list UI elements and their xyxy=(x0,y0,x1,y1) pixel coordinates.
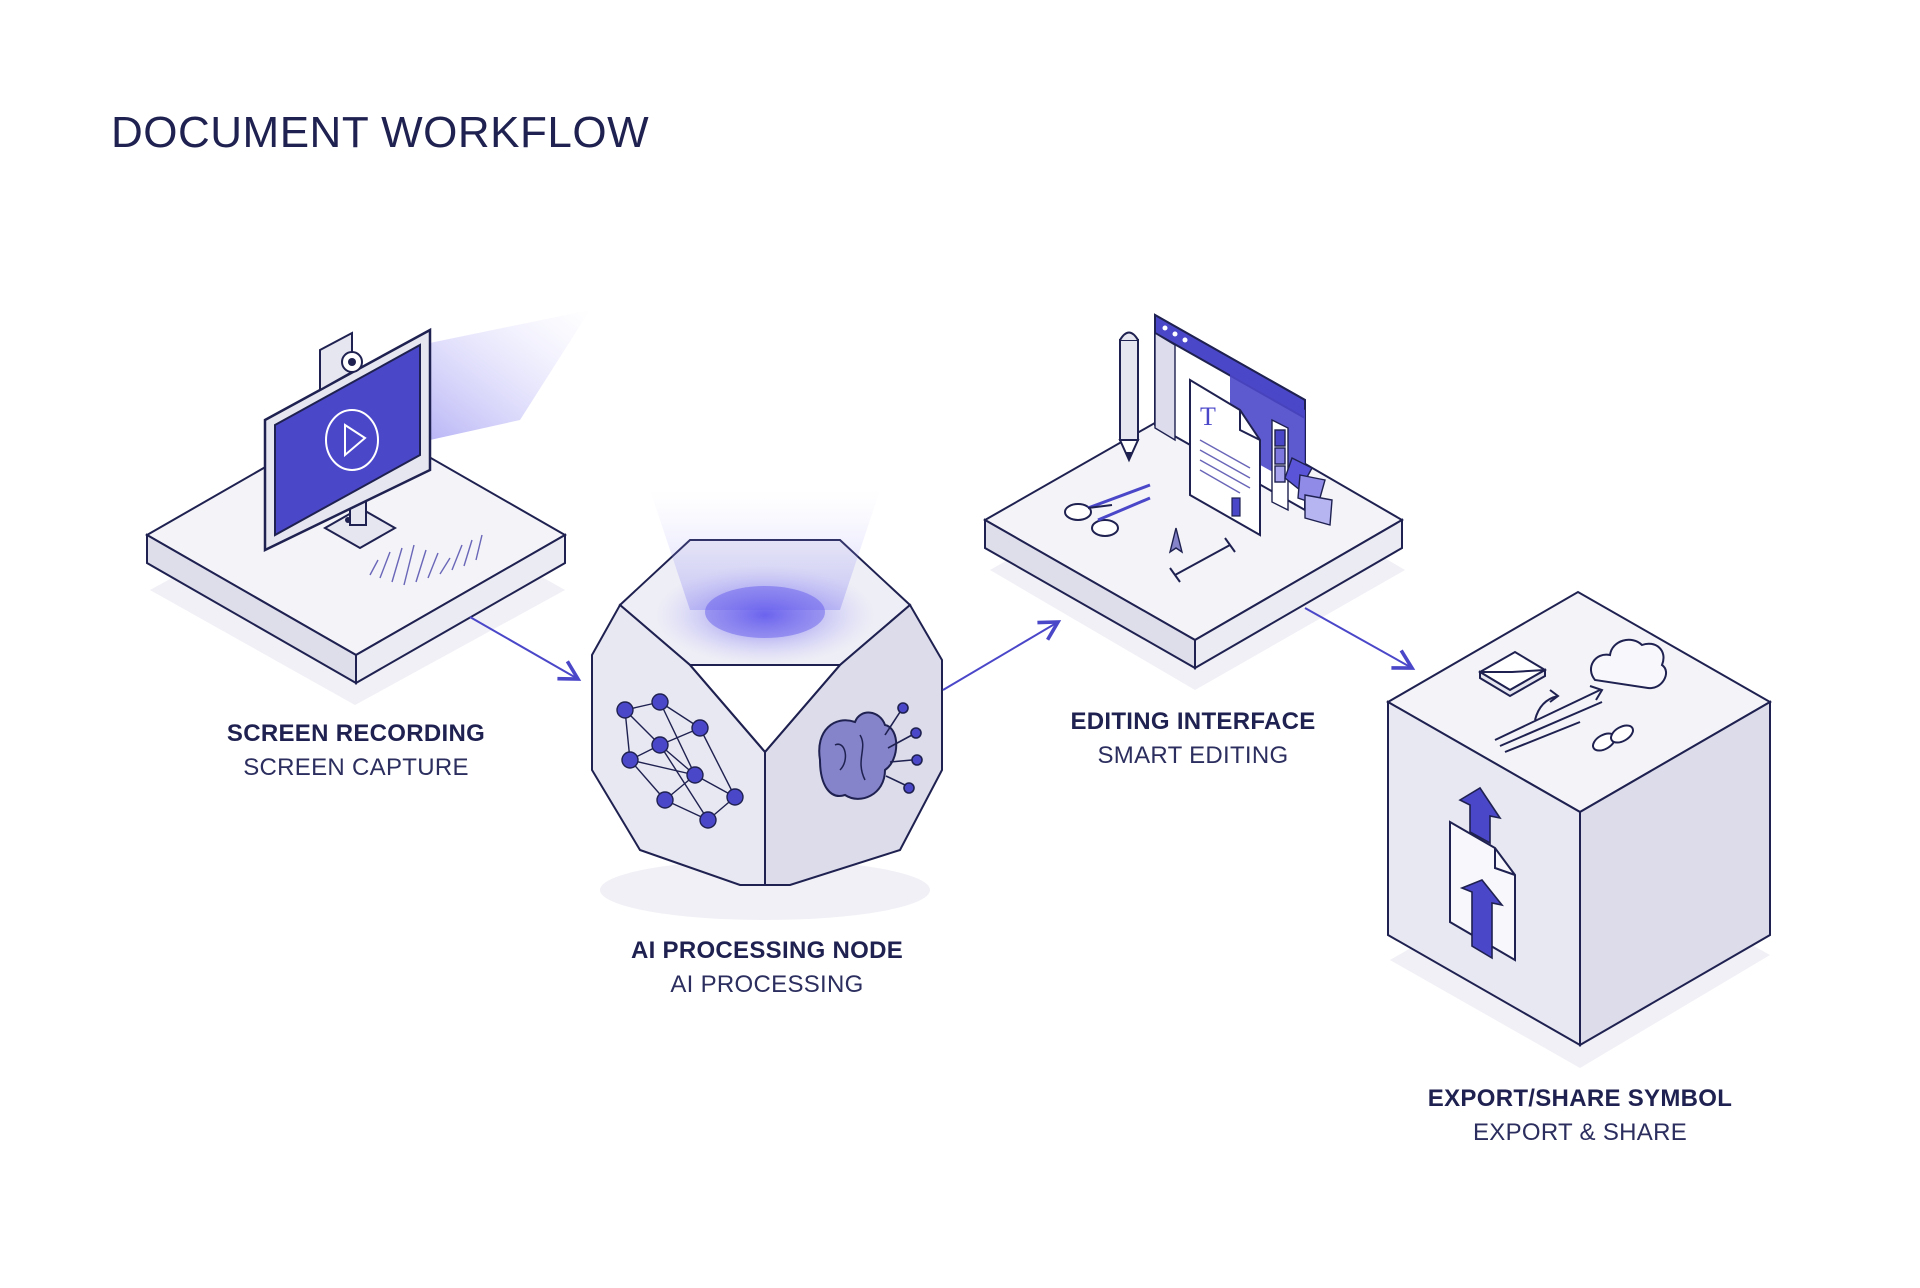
waveform-icon xyxy=(369,534,483,586)
stage-editing: T xyxy=(982,313,1405,690)
stage-name: SCREEN RECORDING xyxy=(226,720,486,747)
stage-subtitle: AI PROCESSING xyxy=(670,971,864,998)
svg-text:T: T xyxy=(1200,402,1216,431)
brain-circuit-icon xyxy=(818,702,923,800)
cloud-icon xyxy=(1590,638,1667,690)
color-swatch-icon xyxy=(1271,418,1333,526)
text-cursor-icon xyxy=(1169,537,1236,583)
stage-screen-recording xyxy=(144,310,590,705)
stage-ai-processing xyxy=(591,490,943,920)
envelope-icon xyxy=(1478,650,1547,698)
link-icon xyxy=(1592,724,1634,752)
stage-subtitle: SMART EDITING xyxy=(1097,742,1289,769)
stage-subtitle: SCREEN CAPTURE xyxy=(243,754,469,781)
document-icon: T xyxy=(1189,378,1261,537)
webcam-icon xyxy=(319,331,363,392)
neural-network-icon xyxy=(616,693,744,829)
glow-beam-icon xyxy=(650,490,880,665)
stage-label-editing: EDITING INTERFACE SMART EDITING xyxy=(1070,708,1315,770)
stage-label-export: EXPORT/SHARE SYMBOL EXPORT & SHARE xyxy=(1428,1085,1732,1147)
flow-arrow-2 xyxy=(942,620,1062,691)
flow-arrow-3 xyxy=(1304,607,1416,670)
stage-name: EXPORT/SHARE SYMBOL xyxy=(1427,1085,1733,1112)
scissors-icon xyxy=(1064,483,1151,537)
stage-name: EDITING INTERFACE xyxy=(1070,708,1316,735)
export-cube-right-face xyxy=(1579,700,1771,1047)
stage-subtitle: EXPORT & SHARE xyxy=(1472,1119,1688,1146)
pencil-icon xyxy=(1118,331,1140,463)
stage-name: AI PROCESSING NODE xyxy=(630,937,904,964)
upload-arrow-icon xyxy=(1458,786,1502,845)
flow-arrow-1 xyxy=(469,616,582,681)
page-title: DOCUMENT WORKFLOW xyxy=(111,108,650,157)
stage-label-screen-recording: SCREEN RECORDING SCREEN CAPTURE xyxy=(227,720,485,782)
stage-export xyxy=(1385,590,1773,1068)
share-lines-icon xyxy=(1494,685,1604,753)
stage-label-ai-processing: AI PROCESSING NODE AI PROCESSING xyxy=(631,937,903,999)
play-icon xyxy=(325,409,379,471)
file-upload-icon xyxy=(1449,820,1516,962)
cursor-icon xyxy=(1168,527,1184,554)
light-beam xyxy=(420,310,590,440)
monitor-icon xyxy=(263,327,432,552)
